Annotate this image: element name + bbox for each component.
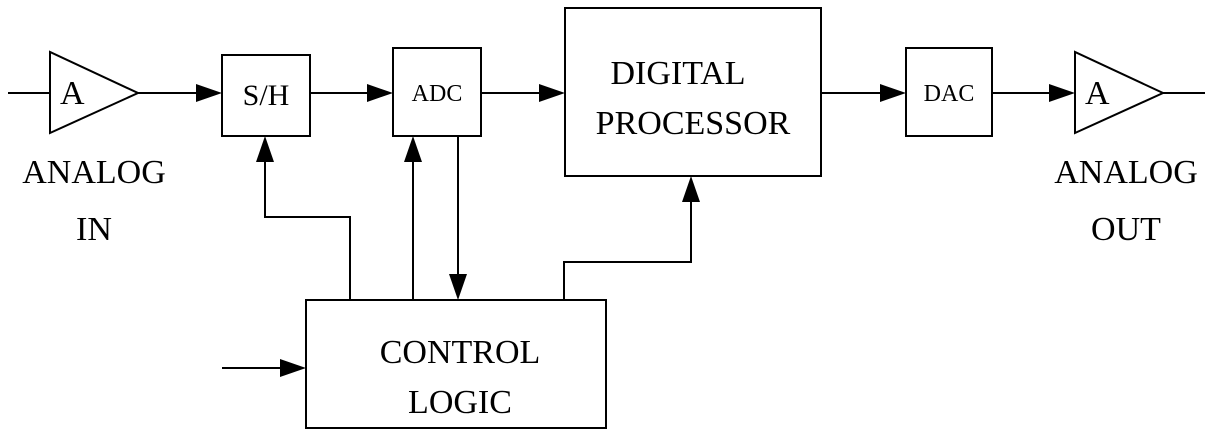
output-amplifier: A bbox=[1074, 50, 1166, 135]
output-amplifier-label: A bbox=[1085, 75, 1110, 112]
arrow-to-sh-control bbox=[256, 136, 274, 162]
adc-label: ADC bbox=[412, 81, 463, 107]
dac-block: DAC bbox=[905, 47, 993, 137]
processor-label-line2: PROCESSOR bbox=[596, 105, 791, 142]
arrow-to-sh bbox=[196, 84, 222, 102]
arrow-to-processor-control bbox=[682, 176, 700, 202]
arrow-to-output-amp bbox=[1049, 84, 1075, 102]
adc-block: ADC bbox=[392, 47, 482, 137]
analog-in-label-line1: ANALOG bbox=[22, 154, 166, 191]
sample-hold-block: S/H bbox=[221, 54, 311, 137]
arrow-to-processor bbox=[539, 84, 565, 102]
arrow-to-dac bbox=[880, 84, 906, 102]
control-logic-block: CONTROL LOGIC bbox=[305, 299, 607, 429]
analog-out-label-line1: ANALOG bbox=[1054, 154, 1198, 191]
input-amplifier-label: A bbox=[60, 75, 85, 112]
wire-control-to-processor bbox=[563, 200, 692, 300]
wire-control-to-sh bbox=[264, 160, 351, 300]
control-label-line1: CONTROL bbox=[380, 334, 541, 371]
arrow-to-adc-control bbox=[404, 136, 422, 162]
analog-out-label-line2: OUT bbox=[1091, 211, 1161, 248]
dac-label: DAC bbox=[924, 81, 975, 107]
arrow-to-control bbox=[280, 359, 306, 377]
digital-processor-block: DIGITAL PROCESSOR bbox=[564, 7, 822, 177]
sample-hold-label: S/H bbox=[243, 79, 290, 112]
control-label-line2: LOGIC bbox=[408, 384, 512, 421]
input-amplifier: A bbox=[49, 50, 141, 135]
processor-label-line1: DIGITAL bbox=[610, 55, 745, 92]
arrow-adc-to-control bbox=[449, 274, 467, 300]
analog-in-label-line2: IN bbox=[76, 211, 112, 248]
arrow-to-adc bbox=[367, 84, 393, 102]
